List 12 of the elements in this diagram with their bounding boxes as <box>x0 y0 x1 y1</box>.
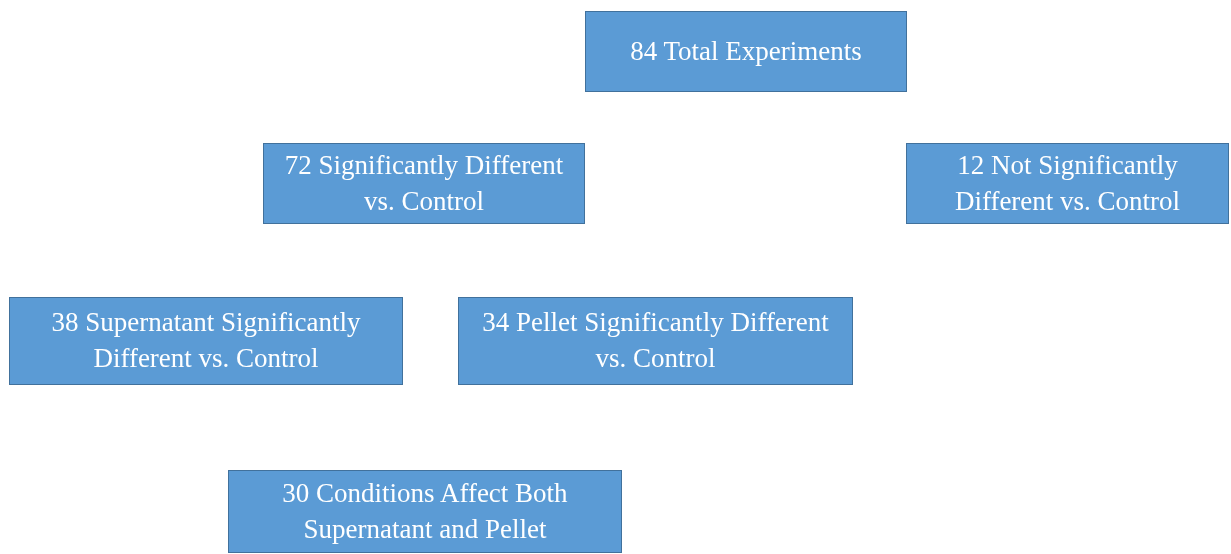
process-box <box>585 11 907 92</box>
process-box <box>458 297 853 385</box>
box-label: 38 Supernatant Significantly Different vs. Control <box>50 306 362 375</box>
process-box <box>228 470 622 553</box>
box-label: 34 Pellet Significantly Different vs. Control <box>481 306 830 375</box>
process-box <box>9 297 403 385</box>
box-label: 72 Significantly Different vs. Control <box>283 148 565 218</box>
process-box <box>263 143 585 224</box>
box-label: 30 Conditions Affect Both Supernatant and Pellet <box>281 476 569 546</box>
box-label: 12 Not Significantly Different vs. Control <box>953 148 1182 218</box>
box-label: 84 Total Experiments <box>630 34 862 68</box>
process-box <box>906 143 1229 224</box>
